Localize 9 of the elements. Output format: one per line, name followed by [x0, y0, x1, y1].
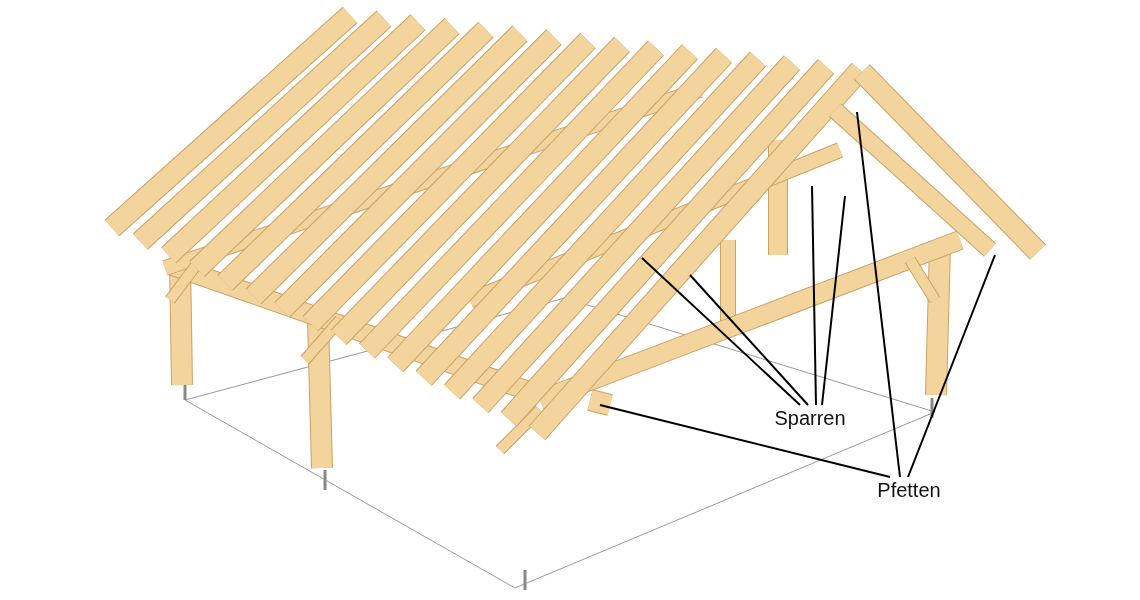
leader-line	[907, 254, 996, 478]
leader-line	[641, 257, 801, 406]
part-label: Sparren	[762, 405, 858, 431]
leader-line	[811, 185, 817, 406]
leader-line	[689, 274, 809, 406]
leader-line	[856, 111, 901, 478]
part-label: Pfetten	[866, 477, 952, 503]
leader-line	[821, 195, 846, 406]
leader-line	[599, 404, 891, 478]
